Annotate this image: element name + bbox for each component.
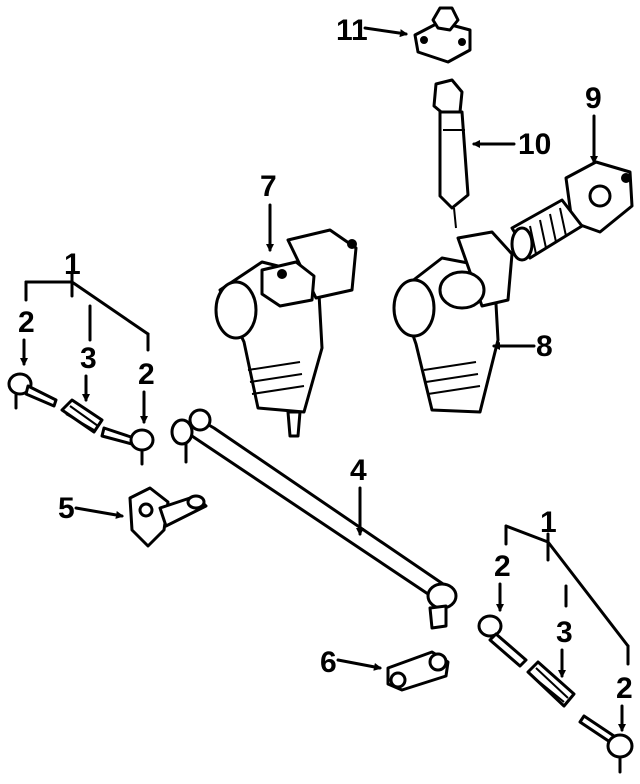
callout-3-left: 3 xyxy=(80,342,97,375)
part-8-steering-gear xyxy=(392,230,514,414)
callout-2-right-a: 2 xyxy=(494,550,511,583)
callout-2-left-a: 2 xyxy=(18,306,35,339)
callout-2-left-b: 2 xyxy=(138,358,155,391)
part-9-valve xyxy=(510,160,634,262)
callout-1-left: 1 xyxy=(64,248,81,281)
part-5-pitman-arm xyxy=(128,486,208,548)
part-2-tie-rod-end-right-b xyxy=(578,714,634,774)
part-4-drag-link xyxy=(170,408,458,630)
bracket-1-left xyxy=(24,272,150,352)
callout-4: 4 xyxy=(350,454,367,487)
callout-6: 6 xyxy=(320,646,337,679)
part-10-sensor xyxy=(432,78,470,229)
callout-3-right: 3 xyxy=(556,616,573,649)
part-2-tie-rod-end-left-a xyxy=(7,372,58,410)
callout-10: 10 xyxy=(518,128,551,161)
callout-7: 7 xyxy=(260,170,277,203)
bracket-1-right xyxy=(504,524,630,666)
part-11-cap xyxy=(413,6,472,64)
callout-11: 11 xyxy=(336,14,368,47)
leader-6 xyxy=(336,658,382,671)
part-2-tie-rod-end-right-a xyxy=(477,614,528,668)
part-7-steering-gear xyxy=(214,228,358,438)
leader-5 xyxy=(74,506,124,519)
part-2-tie-rod-end-left-b xyxy=(100,426,155,466)
part-3-adjuster-sleeve-left xyxy=(60,398,104,434)
callout-5: 5 xyxy=(58,492,75,525)
callout-8: 8 xyxy=(536,330,553,363)
leader-11 xyxy=(363,26,408,38)
callout-1-right: 1 xyxy=(540,506,557,539)
part-3-adjuster-sleeve-right xyxy=(526,660,576,708)
part-6-idler-arm xyxy=(386,650,450,692)
callout-9: 9 xyxy=(585,82,602,115)
callout-2-right-b: 2 xyxy=(616,672,633,705)
